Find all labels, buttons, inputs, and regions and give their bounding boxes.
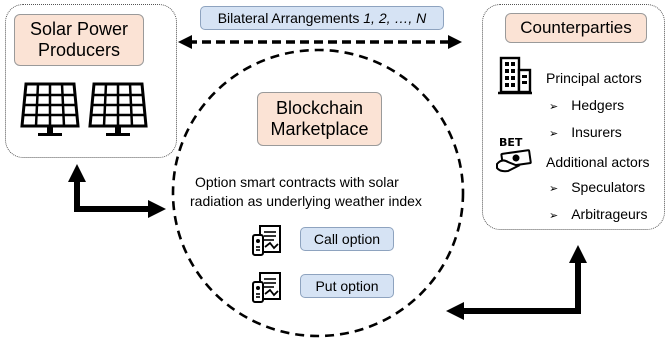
additional-item-speculators: ➢ Speculators	[549, 179, 645, 195]
producers-panel	[5, 4, 177, 158]
counterparties-title: Counterparties	[505, 13, 647, 43]
additional-actors-label: Additional actors	[546, 154, 650, 170]
bullet-arrow-icon: ➢	[549, 127, 559, 140]
building-icon	[498, 56, 532, 95]
solar-panel-icon	[20, 82, 80, 136]
principal-item-insurers: ➢ Insurers	[549, 124, 622, 140]
producers-title-line2: Producers	[37, 40, 121, 60]
contract-icon	[252, 272, 281, 303]
list-item-label: Insurers	[571, 124, 622, 140]
bet-money-icon: BET	[496, 136, 532, 173]
put-option-label: Put option	[300, 274, 394, 298]
producers-title-line1: Solar Power	[29, 19, 129, 39]
counterparties-panel	[482, 4, 665, 230]
list-item-label: Arbitrageurs	[571, 206, 648, 222]
list-item-label: Hedgers	[571, 97, 625, 113]
bilateral-prefix: Bilateral Arrangements	[217, 10, 364, 26]
contract-icon	[252, 225, 281, 256]
additional-item-arbitrageurs: ➢ Arbitrageurs	[549, 206, 647, 222]
marketplace-title-line2: Marketplace	[270, 119, 369, 139]
marketplace-description-line2: radiation as underlying weather index	[190, 193, 422, 209]
producers-title: Solar Power Producers	[14, 14, 144, 66]
marketplace-description-line1: Option smart contracts with solar	[195, 174, 399, 190]
bilateral-label: Bilateral Arrangements 1, 2, …, N	[200, 6, 444, 30]
marketplace-title-line1: Blockchain	[275, 98, 364, 118]
bullet-arrow-icon: ➢	[549, 182, 559, 195]
solar-panel-icon	[88, 82, 148, 136]
svg-text:BET: BET	[499, 136, 523, 149]
principal-item-hedgers: ➢ Hedgers	[549, 97, 624, 113]
list-item-label: Speculators	[571, 179, 646, 195]
bullet-arrow-icon: ➢	[549, 100, 559, 113]
bilateral-indices: 1, 2, …, N	[363, 10, 427, 26]
bullet-arrow-icon: ➢	[549, 209, 559, 222]
call-option-label: Call option	[300, 227, 394, 251]
principal-actors-label: Principal actors	[546, 70, 642, 86]
marketplace-title: Blockchain Marketplace	[257, 92, 382, 146]
